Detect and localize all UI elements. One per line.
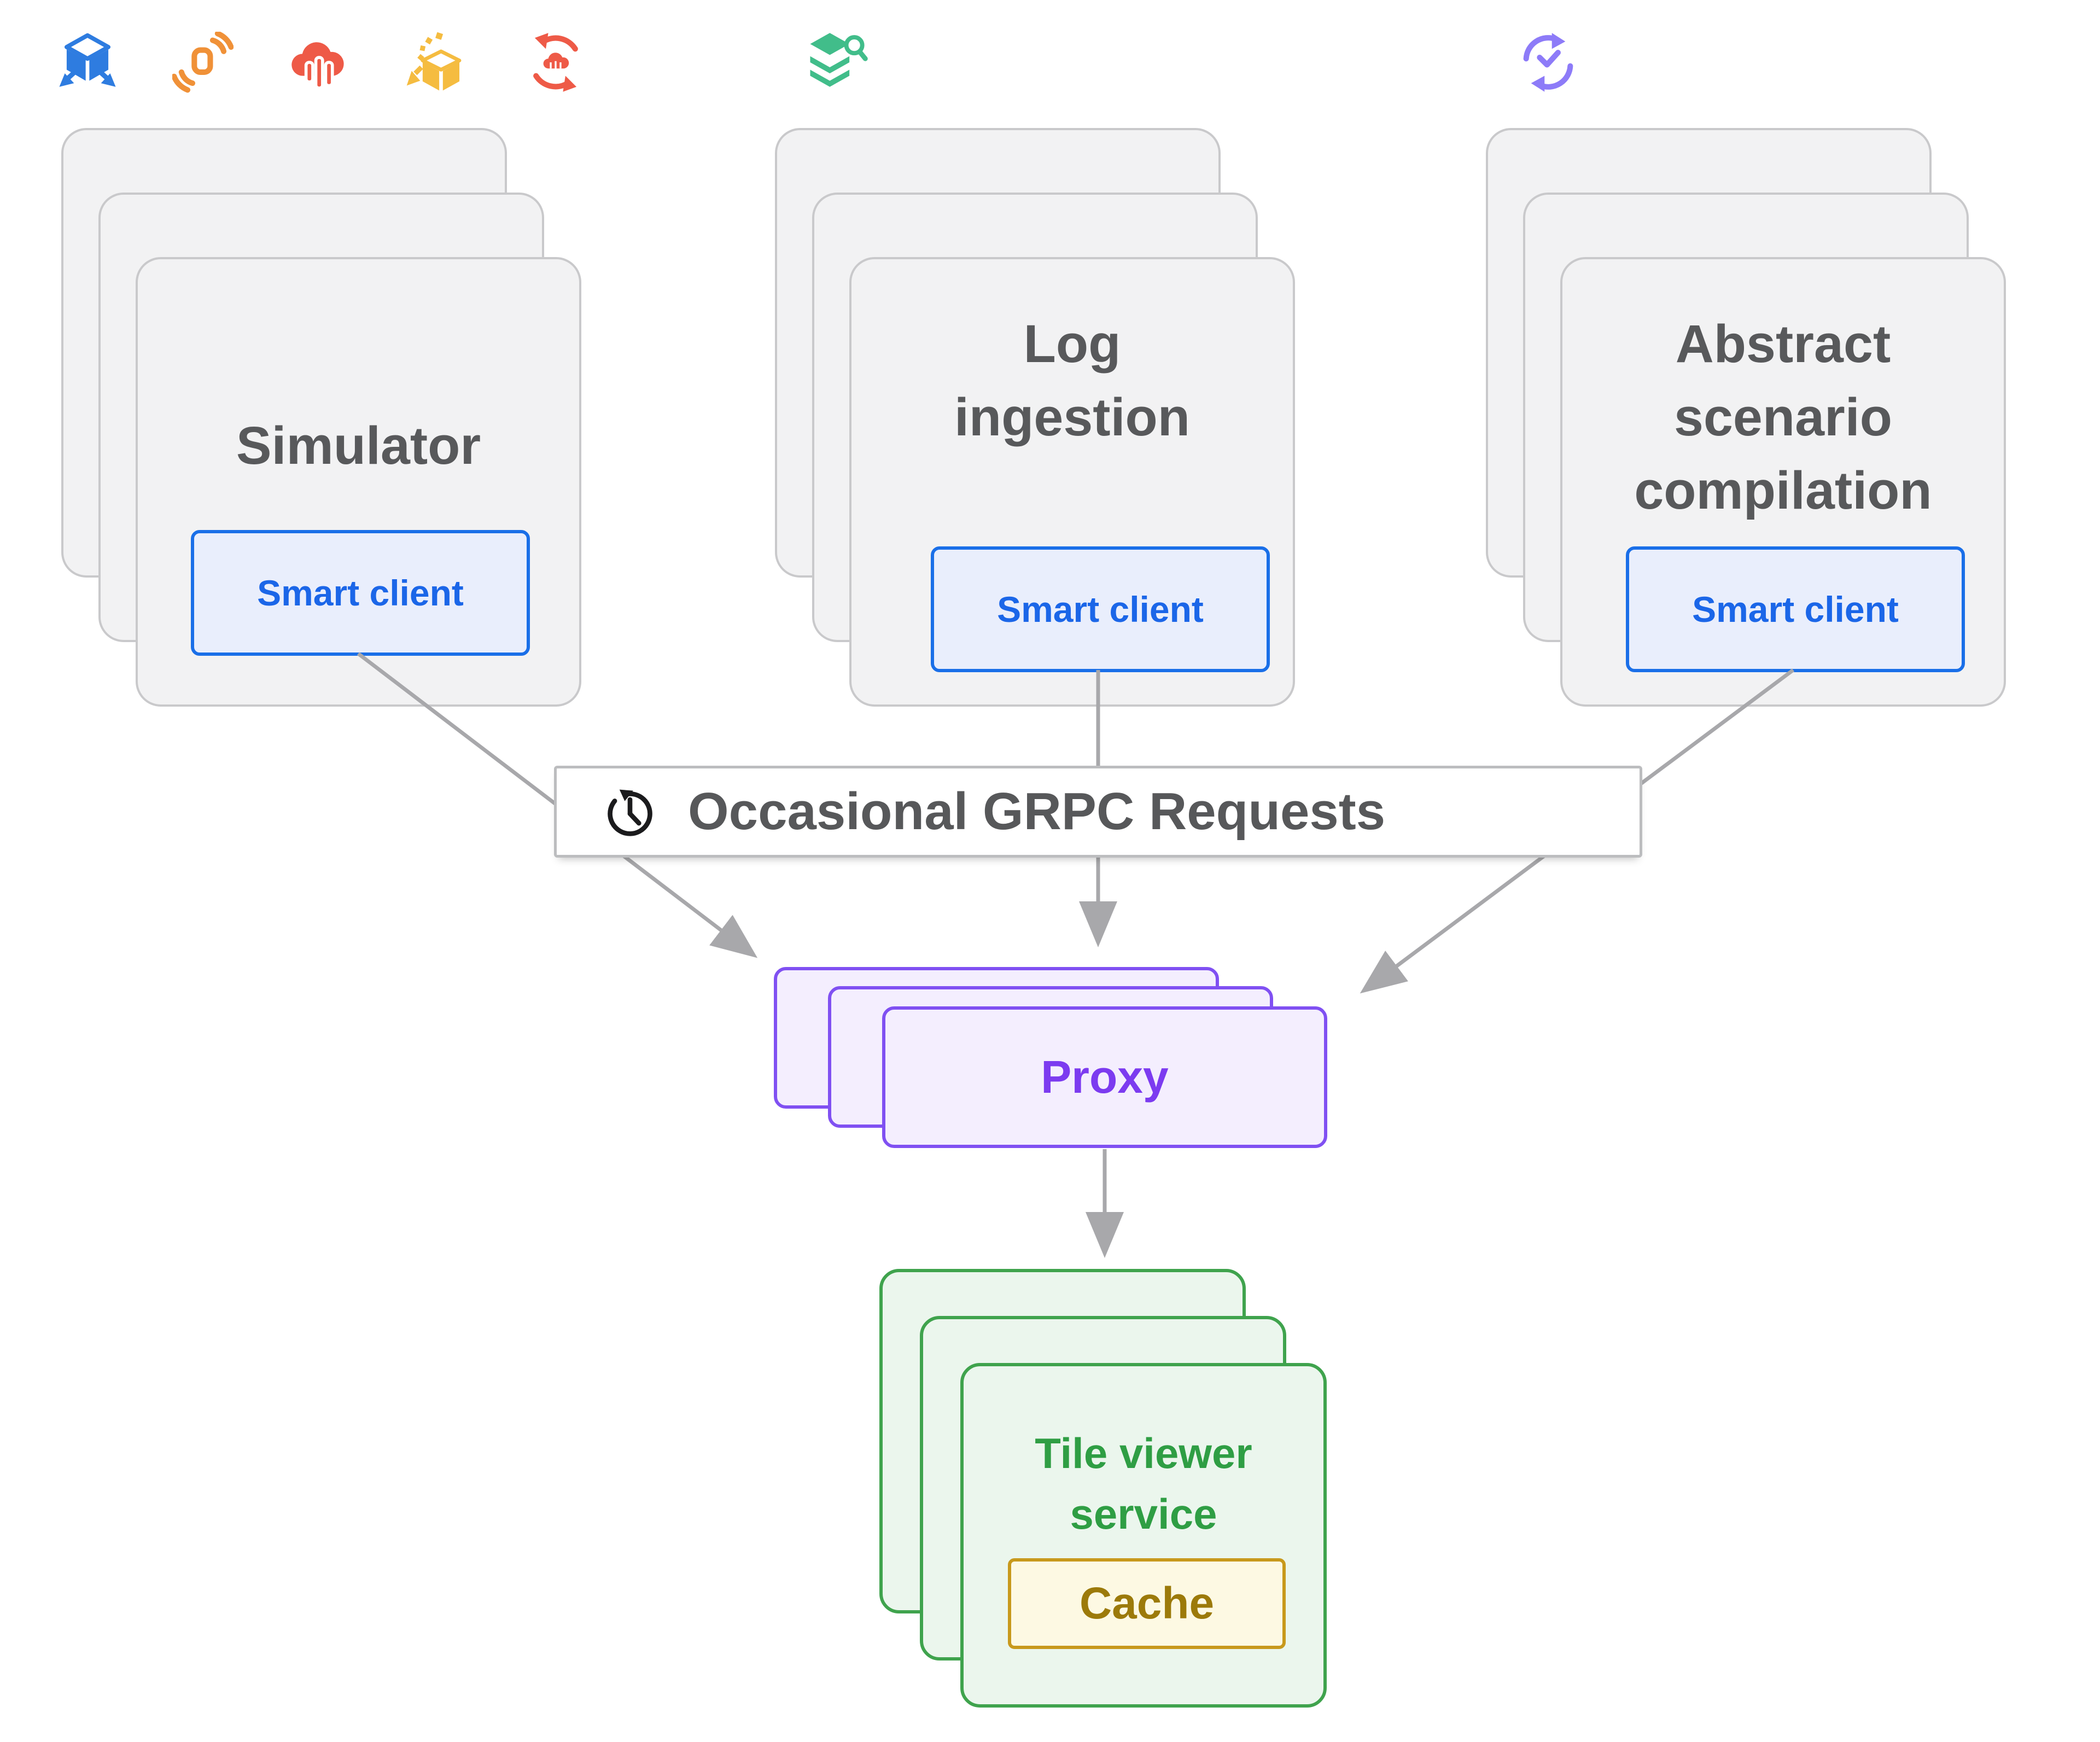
log-ingestion-title: Log ingestion bbox=[954, 314, 1191, 447]
cloud-streams-icon bbox=[288, 32, 349, 93]
sync-check-icon bbox=[1518, 32, 1579, 93]
cloud-sync-icon bbox=[525, 32, 586, 93]
tile-viewer-card: Tile viewer service Cache bbox=[960, 1363, 1327, 1708]
tile-viewer-title: Tile viewer service bbox=[1035, 1429, 1252, 1538]
clock-history-icon bbox=[608, 789, 652, 836]
proxy-label: Proxy bbox=[1041, 1051, 1169, 1103]
smart-client-box: Smart client bbox=[931, 546, 1270, 672]
log-ingestion-card: Log ingestion Smart client bbox=[849, 257, 1295, 707]
cube-arrows-icon bbox=[57, 32, 118, 93]
sensors-icon bbox=[172, 32, 234, 93]
simulator-card: Simulator Smart client bbox=[136, 257, 581, 707]
smart-client-box: Smart client bbox=[1626, 546, 1965, 672]
layers-search-icon bbox=[808, 32, 869, 93]
grpc-requests-banner: Occasional GRPC Requests bbox=[554, 766, 1642, 858]
proxy-card: Proxy bbox=[882, 1006, 1327, 1148]
simulator-title: Simulator bbox=[236, 416, 481, 475]
box-scatter-icon bbox=[403, 32, 464, 93]
abstract-scenario-title: Abstract scenario compilation bbox=[1634, 314, 1932, 520]
grpc-requests-label: Occasional GRPC Requests bbox=[688, 782, 1386, 841]
cache-box: Cache bbox=[1008, 1558, 1286, 1649]
abstract-scenario-card: Abstract scenario compilation Smart clie… bbox=[1560, 257, 2006, 707]
smart-client-box: Smart client bbox=[191, 530, 530, 656]
